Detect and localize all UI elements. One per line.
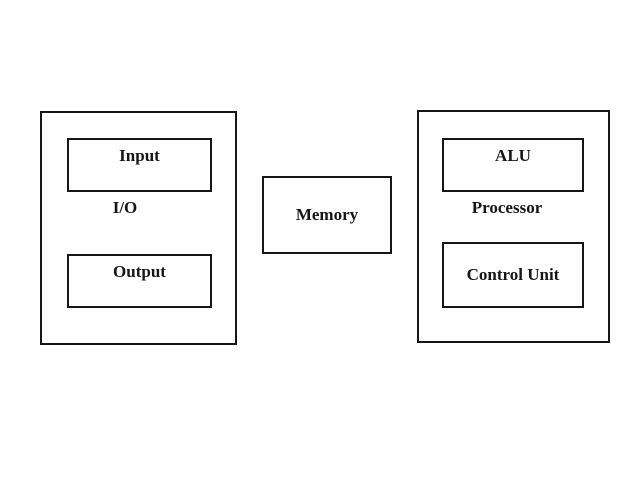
- memory-block: Memory: [262, 176, 392, 254]
- output-block: Output: [67, 254, 212, 308]
- io-group-label: I/O: [112, 198, 138, 217]
- alu-block-label: ALU: [495, 146, 531, 165]
- control-unit-block: Control Unit: [442, 242, 584, 308]
- processor-group-box: ALU Processor Control Unit: [417, 110, 610, 343]
- output-block-label: Output: [113, 262, 166, 281]
- control-unit-block-label: Control Unit: [466, 265, 560, 284]
- processor-group-label: Processor: [471, 198, 543, 217]
- io-group-box: Input I/O Output: [40, 111, 237, 345]
- input-block-label: Input: [119, 146, 160, 165]
- input-block: Input: [67, 138, 212, 192]
- memory-block-label: Memory: [295, 205, 359, 224]
- alu-block: ALU: [442, 138, 584, 192]
